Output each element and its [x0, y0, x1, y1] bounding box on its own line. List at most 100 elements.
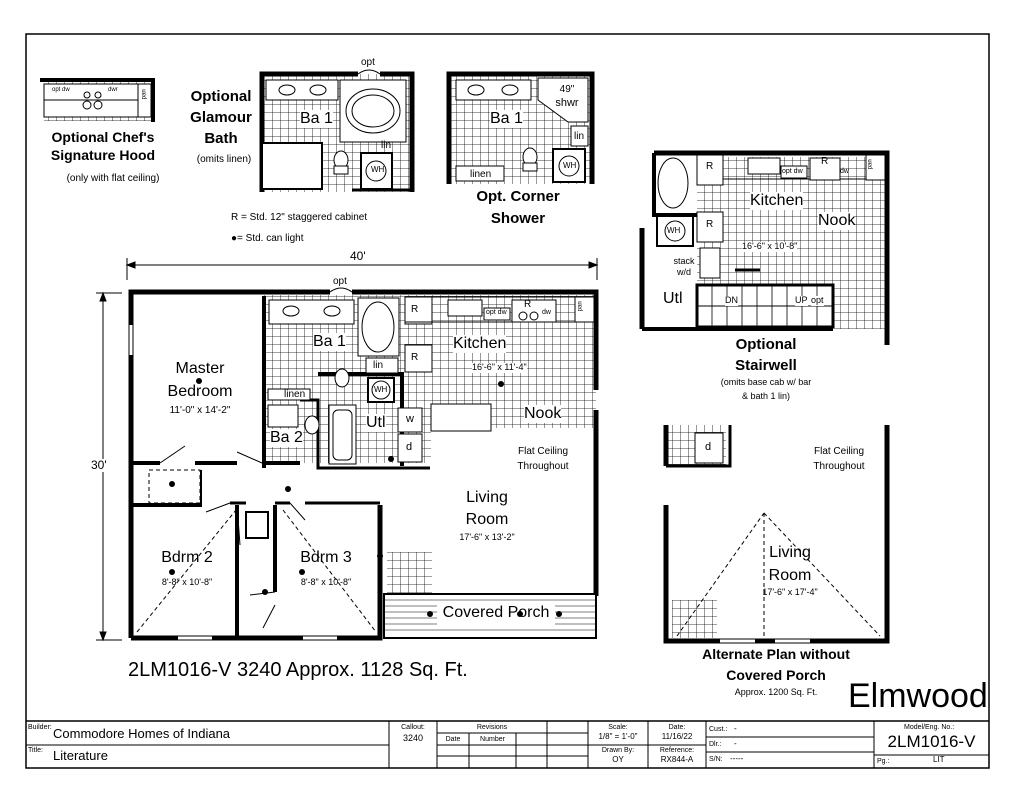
stairwell-title-1: Optional — [735, 336, 797, 353]
living-room-label-2: Room — [465, 511, 509, 528]
legend-can-light: ●= Std. can light — [231, 233, 304, 244]
nook-label: Nook — [524, 405, 562, 423]
kitchen-size: 16'-6" x 11'-4" — [472, 362, 527, 373]
stairwell-title-2: Stairwell — [735, 357, 797, 374]
sheet-border — [25, 33, 990, 769]
dealer-value: - — [734, 739, 737, 748]
stair-down-label: DN — [725, 295, 738, 306]
builder-name: Commodore Homes of Indiana — [53, 726, 231, 741]
stair-r-label-2: R — [706, 219, 714, 230]
scale-value: 1/8" = 1'-0" — [598, 732, 638, 741]
reference-label: Reference: — [659, 747, 695, 754]
kitchen-label: Kitchen — [453, 335, 507, 353]
kitchen-pan-label: pan — [577, 301, 584, 312]
model-name: Elmwood — [848, 677, 988, 715]
drawn-by-value: OY — [612, 755, 624, 764]
stairwell-note-2: & bath 1 lin) — [741, 391, 791, 401]
model-no-label: Model/Eng. No.: — [904, 724, 955, 731]
dealer-label: Dlr.: — [709, 741, 722, 748]
glamour-wh-label: WH — [371, 165, 385, 174]
kitchen-r-label-3: R — [524, 299, 532, 310]
kitchen-r-label-1: R — [411, 304, 419, 315]
glamour-opt-label: opt — [361, 57, 375, 68]
washer-label: w — [406, 413, 414, 425]
master-bedroom-label-2: Bedroom — [167, 383, 233, 400]
alt-ceiling-label-2: Throughout — [813, 461, 865, 472]
bedroom3-label: Bdrm 3 — [300, 549, 352, 566]
serial-value: ----- — [730, 754, 744, 763]
date-label: Date: — [668, 724, 686, 731]
corner-shower-detail — [446, 71, 595, 184]
title-block — [26, 720, 989, 768]
shower-label: shwr — [555, 97, 579, 109]
shower-size-label: 49" — [559, 84, 575, 95]
stair-r-label-1: R — [706, 161, 714, 172]
customer-label: Cust.: — [709, 726, 728, 733]
glamour-room-label: Ba 1 — [300, 110, 333, 128]
revisions-number-col: Number — [480, 736, 505, 743]
customer-value: - — [734, 724, 737, 733]
alternate-plan-detail — [663, 425, 890, 644]
chef-dwr-label: dwr — [108, 87, 118, 93]
scale-label: Scale: — [608, 724, 628, 731]
chef-opt-dw-label: opt dw — [52, 87, 70, 93]
shower-linen-label: linen — [470, 169, 492, 180]
stair-dw-label: dw — [840, 168, 849, 175]
callout-value: 3240 — [402, 733, 424, 743]
main-ceiling-label-2: Throughout — [517, 461, 569, 472]
bath1-label: Ba 1 — [313, 333, 346, 351]
page-label: Pg.: — [877, 758, 890, 765]
stairwell-note-1: (omits base cab w/ bar — [720, 377, 812, 387]
callout-label: Callout: — [401, 724, 425, 731]
width-dimension-label: 40' — [350, 249, 366, 264]
stair-r-label-3: R — [821, 156, 829, 167]
stair-wh-label: WH — [667, 226, 681, 235]
main-plan-caption: 2LM1016-V 3240 Approx. 1128 Sq. Ft. — [128, 659, 468, 681]
shower-wh-label: WH — [563, 161, 577, 170]
shower-lin-label: lin — [574, 131, 585, 142]
utility-label: Utl — [366, 414, 386, 432]
title-label: Title: — [28, 747, 43, 754]
stair-up-label: UP — [795, 295, 808, 306]
depth-dimension-label: 30' — [91, 458, 107, 473]
drawn-by-label: Drawn By: — [601, 747, 635, 754]
stair-opt-label: opt — [811, 295, 824, 306]
bedroom2-size: 8'-8" x 10'-8" — [161, 577, 213, 587]
glamour-title-3: Bath — [204, 130, 238, 147]
chef-hood-title-2: Signature Hood — [50, 147, 156, 163]
kitchen-dw-label: dw — [542, 309, 551, 316]
reference-value: RX844-A — [660, 755, 694, 764]
stack-label-2: w/d — [676, 267, 691, 277]
linen-label: linen — [284, 389, 306, 400]
main-ceiling-label-1: Flat Ceiling — [517, 446, 569, 457]
chef-hood-detail — [40, 78, 155, 122]
bedroom2-label: Bdrm 2 — [161, 549, 213, 566]
bedroom3-size: 8'-8" x 10'-8" — [300, 577, 352, 587]
stair-opt-dw-label: opt dw — [782, 168, 803, 175]
dryer-label: d — [406, 441, 413, 453]
kitchen-r-label-2: R — [411, 352, 419, 363]
glamour-bath-detail — [259, 69, 415, 192]
chef-hood-title-1: Optional Chef's — [51, 129, 155, 145]
shower-title-1: Opt. Corner — [476, 188, 560, 205]
master-bedroom-label-1: Master — [175, 360, 225, 377]
bath2-label: Ba 2 — [270, 429, 303, 447]
serial-label: S/N: — [709, 756, 723, 763]
stair-kitchen-size: 16'-6" x 10'-8" — [742, 241, 798, 252]
date-value: 11/16/22 — [661, 732, 693, 741]
alternate-sqft: Approx. 1200 Sq. Ft. — [734, 687, 818, 697]
shower-room-label: Ba 1 — [490, 110, 523, 128]
stair-utility-label: Utl — [663, 290, 683, 308]
kitchen-opt-dw-label: opt dw — [486, 309, 507, 316]
stair-kitchen-label: Kitchen — [750, 192, 804, 210]
glamour-title-1: Optional — [190, 88, 252, 105]
master-bedroom-size: 11'-0" x 14'-2" — [169, 405, 231, 416]
alt-dryer-label: d — [705, 441, 712, 453]
stack-label-1: stack — [673, 256, 695, 266]
living-room-label-1: Living — [466, 489, 508, 506]
model-no-value: 2LM1016-V — [887, 732, 976, 751]
alt-ceiling-label-1: Flat Ceiling — [813, 446, 865, 457]
main-floor-plan — [128, 287, 599, 641]
legend-cabinet: R = Std. 12" staggered cabinet — [231, 212, 368, 223]
builder-label: Builder: — [28, 724, 52, 731]
